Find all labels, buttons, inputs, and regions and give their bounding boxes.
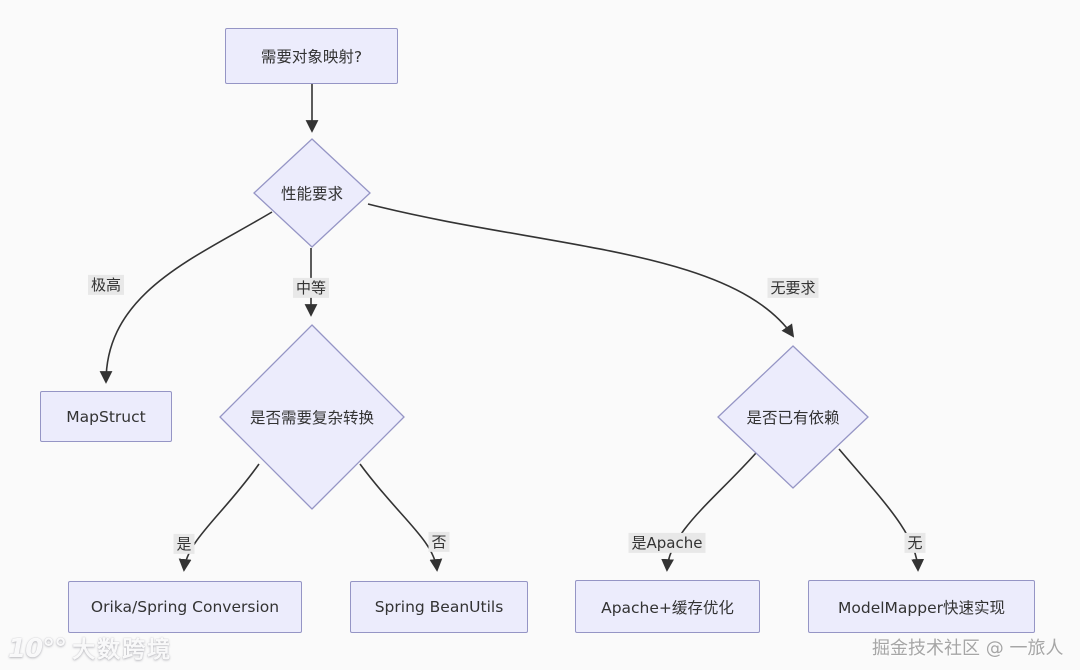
edge-perf-to-deps: [367, 203, 795, 338]
node-modelmapper: ModelMapper快速实现: [808, 580, 1035, 633]
node-orika: Orika/Spring Conversion: [68, 581, 302, 633]
edge-deps-to-modelmapper: [838, 448, 925, 572]
edge-label-none: 无: [904, 532, 926, 554]
node-deps-label: 是否已有依赖: [746, 409, 840, 427]
node-mapstruct: MapStruct: [40, 391, 172, 442]
edge-perf-to-mapstruct: [99, 211, 273, 384]
decision-diamond-perf: [253, 138, 371, 248]
node-apache: Apache+缓存优化: [575, 580, 760, 633]
edge-complex-to-beanutils: [359, 463, 443, 572]
node-complex-label: 是否需要复杂转换: [249, 409, 375, 427]
edge-label-no-requirement: 无要求: [767, 277, 819, 299]
edge-label-medium: 中等: [292, 277, 330, 299]
node-start: 需要对象映射?: [225, 28, 398, 84]
dashukuajing-logo-icon: 10°°: [8, 634, 67, 664]
edge-complex-to-orika: [178, 463, 260, 572]
edge-label-no: 否: [428, 531, 450, 553]
node-perf-label: 性能要求: [280, 185, 344, 203]
edge-label-extreme-high: 极高: [87, 274, 125, 296]
watermark-juejin: 掘金技术社区 @ 一旅人: [872, 638, 1064, 659]
watermark-dashukuajing: 10°° 大数跨境: [8, 630, 172, 664]
decision-diamond-complex: [219, 324, 405, 510]
node-beanutils: Spring BeanUtils: [350, 581, 528, 633]
edge-label-yes-apache: 是Apache: [628, 532, 706, 554]
edge-label-yes: 是: [173, 533, 195, 555]
edge-deps-to-apache: [661, 452, 757, 572]
watermark-left-text: 大数跨境: [72, 637, 173, 663]
decision-diamond-deps: [717, 345, 869, 489]
